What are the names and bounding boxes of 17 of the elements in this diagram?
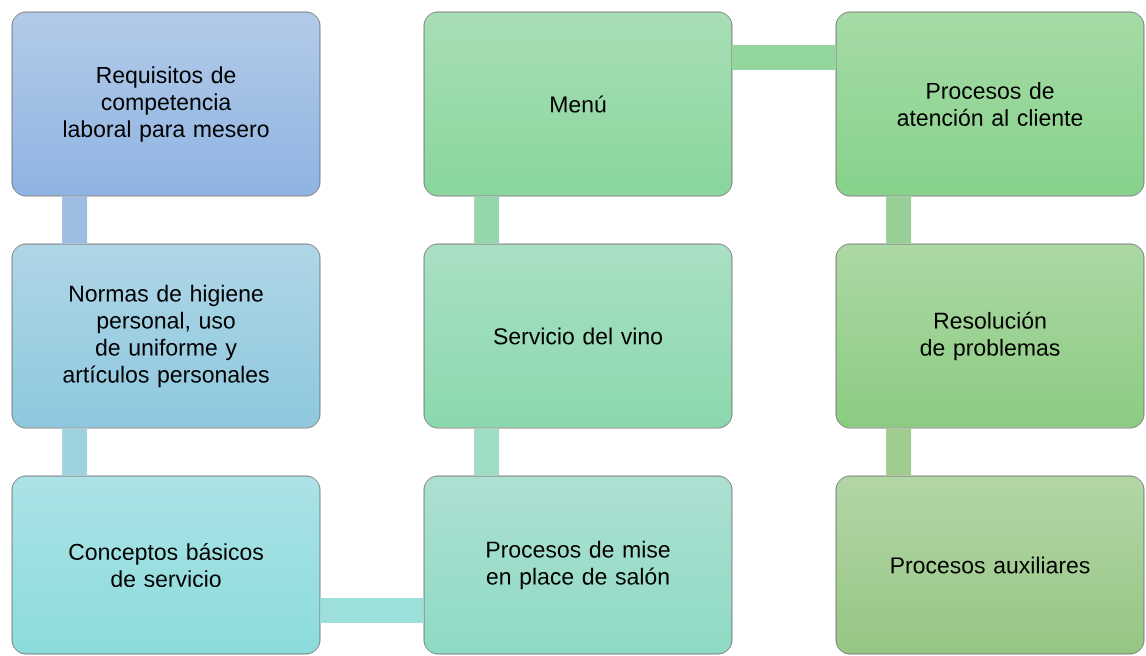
process-box: Servicio del vino — [423, 243, 733, 429]
connector-bar — [62, 196, 88, 244]
process-box: Procesos de atención al cliente — [835, 11, 1145, 197]
connector-bar — [474, 428, 500, 476]
connector-bar — [732, 45, 836, 71]
process-box: Requisitos de competencia laboral para mesero — [11, 11, 321, 197]
connector-bar — [62, 428, 88, 476]
process-box: Normas de higiene personal, uso de uniforme y artículos personales — [11, 243, 321, 429]
connector-bar — [474, 196, 500, 244]
connector-bar — [886, 428, 912, 476]
connector-bar — [886, 196, 912, 244]
process-box: Resolución de problemas — [835, 243, 1145, 429]
process-box: Procesos de mise en place de salón — [423, 475, 733, 655]
process-box: Conceptos básicos de servicio — [11, 475, 321, 655]
connector-bar — [320, 597, 424, 623]
process-box: Procesos auxiliares — [835, 475, 1145, 655]
process-box: Menú — [423, 11, 733, 197]
